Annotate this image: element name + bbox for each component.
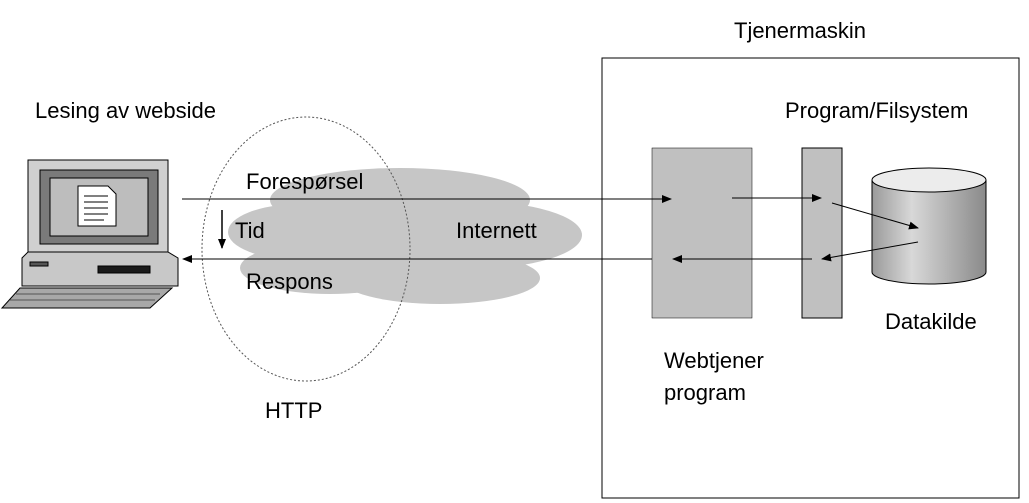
- webserver-label-line1: Webtjener: [664, 348, 764, 373]
- response-label: Respons: [246, 269, 333, 294]
- webserver-program-block: [651, 147, 753, 319]
- internet-cloud: [228, 168, 582, 304]
- program-filesystem-block: [801, 147, 843, 319]
- document-icon: [77, 185, 117, 227]
- datasource-to-program-arrow: [821, 241, 919, 262]
- datasource-cylinder: [871, 167, 987, 285]
- request-label: Forespørsel: [246, 169, 363, 194]
- webserver-label-line2: program: [664, 380, 746, 405]
- client-label: Lesing av webside: [35, 98, 216, 123]
- http-label: HTTP: [265, 398, 322, 423]
- time-label: Tid: [235, 218, 265, 243]
- program-to-datasource-arrow: [831, 202, 919, 230]
- server-machine-frame: [601, 57, 1020, 499]
- client-computer: [0, 159, 179, 309]
- program-filesystem-label: Program/Filsystem: [785, 98, 968, 123]
- server-title: Tjenermaskin: [734, 18, 866, 43]
- http-ellipse: [201, 116, 411, 382]
- internet-label: Internett: [456, 218, 537, 243]
- datasource-label: Datakilde: [885, 309, 977, 334]
